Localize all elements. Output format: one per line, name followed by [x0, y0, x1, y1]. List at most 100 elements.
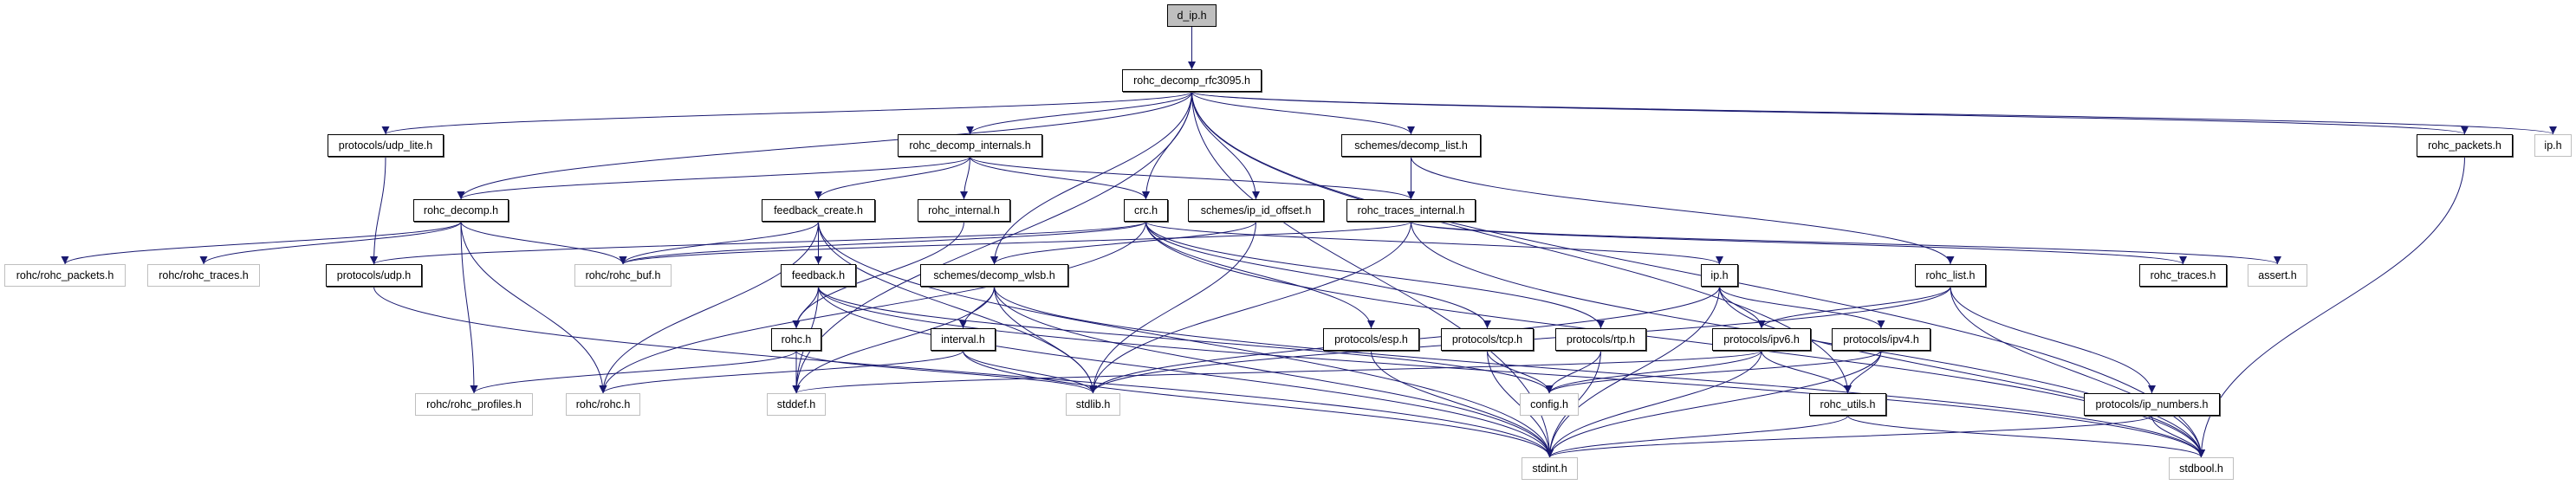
edge-feedback-to-rohc [792, 286, 819, 329]
graph-node-feedback[interactable]: feedback.h [781, 264, 856, 287]
graph-node-ipv4[interactable]: protocols/ipv4.h [1832, 328, 1930, 351]
graph-node-rohc-traces[interactable]: rohc_traces.h [2139, 264, 2227, 287]
graph-node-tcp[interactable]: protocols/tcp.h [1441, 328, 1534, 351]
graph-node-stddef: stddef.h [767, 393, 826, 416]
edge-crc-to-stdbool [1145, 221, 2205, 458]
edge-rfc3095-to-rohc-packets [1191, 91, 2469, 135]
edge-traces-internal-to-rohc-traces [1411, 221, 2187, 265]
edge-interval-to-r-rohc [599, 350, 964, 394]
graph-node-traces-internal[interactable]: rohc_traces_internal.h [1346, 199, 1476, 222]
graph-node-decomp-wlsb[interactable]: schemes/decomp_wlsb.h [920, 264, 1068, 287]
edge-traces-internal-to-assert [1411, 221, 2281, 265]
graph-node-rohc-internal[interactable]: rohc_internal.h [918, 199, 1010, 222]
edge-rfc3095-to-ip-id-offset [1191, 91, 1260, 200]
edge-rohc-list-to-ipv6 [1757, 286, 1951, 329]
edge-ipv6-to-config [1545, 350, 1762, 394]
edge-rohc-list-to-ip-numbers [1950, 286, 2156, 394]
edge-rohc-utils-to-stdint [1546, 415, 1848, 458]
edge-crc-to-esp [1145, 221, 1375, 329]
edge-decomp-internals-to-rohc-decomp [457, 156, 970, 200]
edge-rohc-to-stdlib [795, 350, 1097, 394]
graph-node-crc[interactable]: crc.h [1124, 199, 1168, 222]
edge-crc-to-ip [1145, 221, 1723, 265]
graph-node-rtp[interactable]: protocols/rtp.h [1555, 328, 1646, 351]
edge-decomp-list-to-rohc-list [1411, 156, 1955, 265]
graph-node-rfc3095[interactable]: rohc_decomp_rfc3095.h [1122, 69, 1262, 92]
graph-node-r-rohc-buf: rohc/rohc_buf.h [574, 264, 672, 287]
edge-esp-to-stdint [1371, 350, 1554, 458]
edge-crc-to-udp [370, 221, 1146, 265]
graph-node-decomp-list[interactable]: schemes/decomp_list.h [1341, 134, 1481, 157]
edge-ipv4-to-stdint [1546, 350, 1882, 458]
edge-traces-internal-to-r-rohc-buf [619, 221, 1411, 265]
graph-node-stdlib: stdlib.h [1066, 393, 1120, 416]
edge-rohc-decomp-to-r-rohc-traces [199, 221, 462, 265]
edge-rohc-packets-to-stdbool [2197, 156, 2465, 458]
edge-decomp-internals-to-feedback-create [814, 156, 970, 200]
edge-decomp-internals-to-crc [970, 156, 1150, 200]
graph-node-ip[interactable]: ip.h [1701, 264, 1738, 287]
edge-rfc3095-to-decomp-wlsb [990, 91, 1192, 265]
edge-rfc3095-to-udp-lite [381, 91, 1192, 135]
graph-node-udp[interactable]: protocols/udp.h [326, 264, 422, 287]
edge-ip-to-stdbool [1719, 286, 2205, 458]
edge-rohc-utils-to-stdbool [1847, 415, 2205, 458]
graph-node-rohc[interactable]: rohc.h [771, 328, 821, 351]
edge-ip-id-offset-to-stdlib [1089, 221, 1256, 394]
graph-node-decomp-internals[interactable]: rohc_decomp_internals.h [898, 134, 1042, 157]
edge-udp-lite-to-udp [370, 156, 386, 265]
graph-node-rohc-list[interactable]: rohc_list.h [1915, 264, 1986, 287]
edge-rfc3095-to-rohc-decomp [457, 91, 1192, 200]
edge-ipv4-to-config [1545, 350, 1882, 394]
edge-traces-internal-to-stdlib [1089, 221, 1411, 394]
graph-node-ip-numbers[interactable]: protocols/ip_numbers.h [2084, 393, 2220, 416]
graph-node-rohc-decomp[interactable]: rohc_decomp.h [413, 199, 509, 222]
graph-node-feedback-create[interactable]: feedback_create.h [762, 199, 875, 222]
edge-feedback-create-to-stdint [818, 221, 1554, 458]
edge-decomp-wlsb-to-stddef [792, 286, 995, 394]
edge-rohc-list-to-stdbool [1950, 286, 2205, 458]
graph-node-config: config.h [1520, 393, 1579, 416]
graph-node-r-rohc-traces: rohc/rohc_traces.h [147, 264, 260, 287]
edge-rfc3095-to-decomp-internals [966, 91, 1192, 135]
edge-crc-to-rtp [1145, 221, 1605, 329]
edge-ipv4-to-rohc-utils [1844, 350, 1882, 394]
graph-node-interval[interactable]: interval.h [931, 328, 996, 351]
edge-feedback-to-config [818, 286, 1554, 394]
edge-rohc-decomp-to-r-rohc [460, 221, 607, 394]
graph-node-udp-lite[interactable]: protocols/udp_lite.h [328, 134, 444, 157]
edge-ipv6-to-stdint [1546, 350, 1762, 458]
graph-node-rohc-utils[interactable]: rohc_utils.h [1809, 393, 1886, 416]
graph-node-rohc-packets[interactable]: rohc_packets.h [2417, 134, 2513, 157]
graph-node-esp[interactable]: protocols/esp.h [1323, 328, 1419, 351]
edge-ipv6-to-stddef [792, 350, 1762, 394]
edge-rfc3095-to-ip-sys [1191, 91, 2557, 135]
edge-ip-to-stdint [1546, 286, 1720, 458]
edge-crc-to-r-rohc [599, 221, 1146, 394]
graph-node-stdbool: stdbool.h [2169, 457, 2234, 480]
edge-interval-to-stdlib [963, 350, 1097, 394]
edge-ip-numbers-to-stdint [1546, 415, 2152, 458]
edge-rohc-internal-to-rohc [792, 221, 964, 329]
edge-ip-to-ipv4 [1719, 286, 1885, 329]
graph-node-ipv6[interactable]: protocols/ipv6.h [1712, 328, 1811, 351]
graph-node-stdint: stdint.h [1522, 457, 1578, 480]
edge-interval-to-stdint [963, 350, 1554, 458]
graph-node-d-ip[interactable]: d_ip.h [1167, 4, 1217, 27]
edge-rfc3095-to-decomp-list [1191, 91, 1415, 135]
edge-ip-id-offset-to-decomp-wlsb [990, 221, 1256, 265]
graph-node-r-rohc-profiles: rohc/rohc_profiles.h [415, 393, 533, 416]
edge-udp-to-stdint [373, 286, 1554, 458]
graph-node-ip-id-offset[interactable]: schemes/ip_id_offset.h [1188, 199, 1324, 222]
edge-feedback-to-stdint [818, 286, 1554, 458]
edge-rohc-to-r-rohc-profiles [470, 350, 797, 394]
edge-rohc-decomp-to-r-rohc-packets [61, 221, 462, 265]
graph-node-r-rohc: rohc/rohc.h [566, 393, 640, 416]
edge-rfc3095-to-stdbool [1191, 91, 2205, 458]
graph-node-ip-sys: ip.h [2534, 134, 2572, 157]
edge-feedback-to-stdbool [818, 286, 2205, 458]
graph-node-assert: assert.h [2248, 264, 2307, 287]
edge-rohc-decomp-to-r-rohc-profiles [460, 221, 478, 394]
edge-decomp-internals-to-rohc-internal [960, 156, 970, 200]
edge-decomp-internals-to-traces-internal [970, 156, 1415, 200]
